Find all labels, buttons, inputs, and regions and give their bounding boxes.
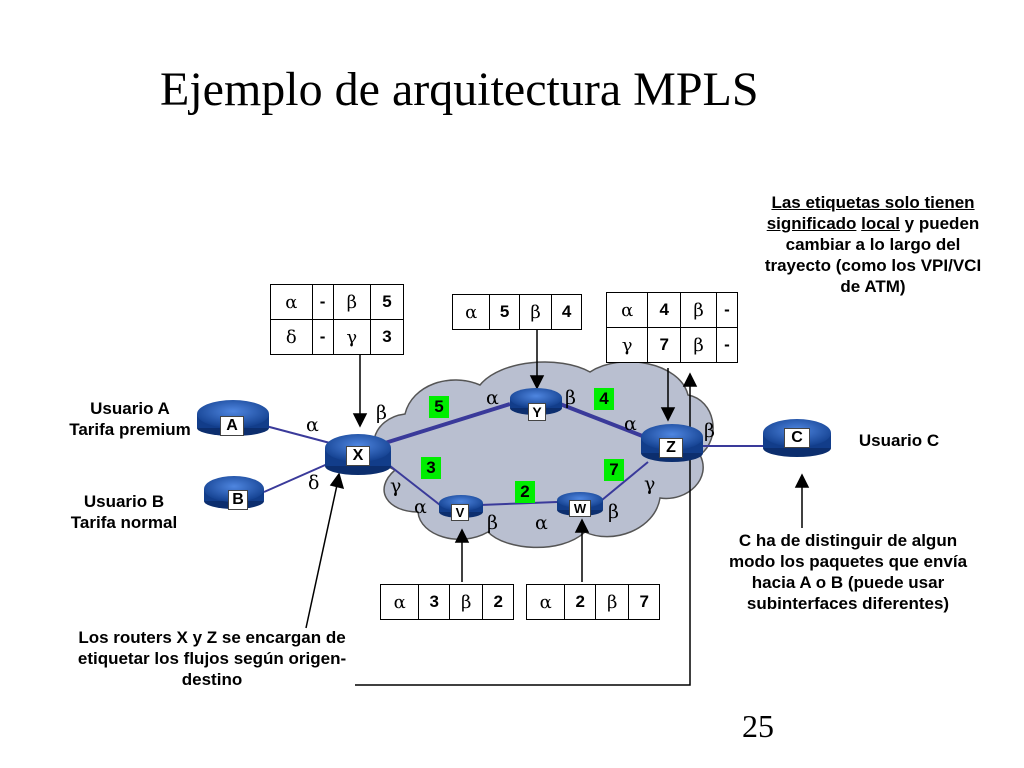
table-cell: β	[449, 584, 484, 620]
interface-x-alpha: α	[306, 414, 319, 436]
slide-number: 25	[742, 708, 774, 744]
router-a-label: A	[220, 416, 244, 436]
router-c-label: C	[784, 428, 810, 448]
link-w-z	[601, 461, 649, 501]
user-b-label: Usuario B Tarifa normal	[34, 491, 214, 533]
user-a-tariff: Tarifa premium	[69, 420, 191, 439]
link-y-z	[559, 402, 646, 439]
link-a-x	[261, 424, 331, 444]
note-labels-part1: Las etiquetas solo tienen significado	[766, 193, 975, 233]
table-cell: β	[680, 327, 718, 363]
table-cell: 3	[369, 319, 405, 355]
interface-v-alpha: α	[414, 496, 427, 518]
router-w-label: W	[569, 500, 591, 517]
table-cell: 5	[369, 284, 405, 320]
user-b-name: Usuario B	[83, 492, 165, 511]
link-label-yz: 4	[594, 388, 614, 410]
table-cell: β	[332, 284, 371, 320]
user-b-tariff: Tarifa normal	[70, 513, 178, 532]
table-cell: β	[518, 294, 553, 330]
table-cell: α	[379, 584, 420, 620]
user-a-name: Usuario A	[90, 399, 170, 418]
table-cell: -	[716, 327, 738, 363]
interface-w-beta: β	[608, 501, 619, 523]
interface-x-gamma: γ	[390, 475, 402, 497]
link-label-xy: 5	[429, 396, 449, 418]
label-table-w: α 2 β 7	[525, 584, 660, 620]
table-cell: -	[311, 319, 334, 355]
table-cell: α	[451, 294, 491, 330]
note-labels-part2: y pueden cambiar a lo largo del trayecto…	[764, 214, 982, 296]
link-label-vw: 2	[515, 481, 535, 503]
table-row: δ - γ 3	[270, 319, 405, 355]
table-cell: 2	[564, 584, 597, 620]
user-a-label: Usuario A Tarifa premium	[40, 398, 220, 440]
router-b-label: B	[228, 490, 248, 510]
table-cell: β	[680, 292, 718, 328]
table-cell: 7	[647, 327, 682, 363]
table-cell: 3	[418, 584, 451, 620]
interface-w-alpha: α	[535, 512, 548, 534]
table-cell: -	[311, 284, 334, 320]
interface-v-beta: β	[487, 512, 498, 534]
table-row: γ 7 β -	[605, 327, 738, 363]
label-table-y: α 5 β 4	[451, 294, 582, 330]
table-cell: 4	[551, 294, 582, 330]
link-label-wz: 7	[604, 459, 624, 481]
table-cell: α	[270, 284, 313, 320]
page-title: Ejemplo de arquitectura MPLS	[160, 63, 759, 116]
link-b-x	[263, 461, 333, 493]
note-labels-local: Las etiquetas solo tienen significado lo…	[762, 192, 984, 297]
interface-x-beta: β	[376, 402, 387, 424]
label-table-z: α 4 β - γ 7 β -	[605, 292, 738, 363]
link-x-y	[384, 402, 511, 445]
label-table-x: α - β 5 δ - γ 3	[270, 284, 405, 355]
pointer-lines	[305, 330, 810, 686]
table-cell: 2	[482, 584, 514, 620]
table-cell: 4	[647, 292, 682, 328]
label-table-v: α 3 β 2	[379, 584, 514, 620]
table-row: α 4 β -	[605, 292, 738, 328]
router-z-label: Z	[659, 438, 683, 458]
interface-y-alpha: α	[486, 387, 499, 409]
link-label-xv: 3	[421, 457, 441, 479]
router-x-label: X	[346, 446, 370, 466]
interface-z-beta: β	[704, 420, 715, 442]
router-y-label: Y	[528, 403, 546, 421]
table-cell: γ	[605, 327, 649, 363]
table-row: α - β 5	[270, 284, 405, 320]
link-x-v	[384, 461, 441, 506]
table-row: α 2 β 7	[525, 584, 660, 620]
router-v-label: V	[451, 504, 469, 521]
links	[261, 402, 764, 506]
interface-z-alpha: α	[624, 413, 637, 435]
table-cell: α	[525, 584, 566, 620]
note-xz-label: Los routers X y Z se encargan de etiquet…	[77, 628, 347, 689]
interface-x-delta: δ	[308, 472, 320, 494]
note-c-distinguish: C ha de distinguir de algun modo los paq…	[728, 531, 968, 613]
table-cell: δ	[270, 319, 313, 355]
table-cell: 7	[628, 584, 660, 620]
user-c-label: Usuario C	[858, 431, 940, 450]
table-cell: 5	[489, 294, 520, 330]
table-row: α 3 β 2	[379, 584, 514, 620]
note-labels-local-word: local	[861, 214, 900, 233]
table-row: α 5 β 4	[451, 294, 582, 330]
table-cell: -	[716, 292, 738, 328]
table-cell: α	[605, 292, 649, 328]
link-v-w	[479, 501, 558, 506]
router-a-icon[interactable]	[197, 400, 269, 436]
table-cell: γ	[332, 319, 371, 355]
interface-z-gamma: γ	[644, 473, 656, 495]
interface-y-beta: β	[565, 387, 576, 409]
table-cell: β	[595, 584, 630, 620]
